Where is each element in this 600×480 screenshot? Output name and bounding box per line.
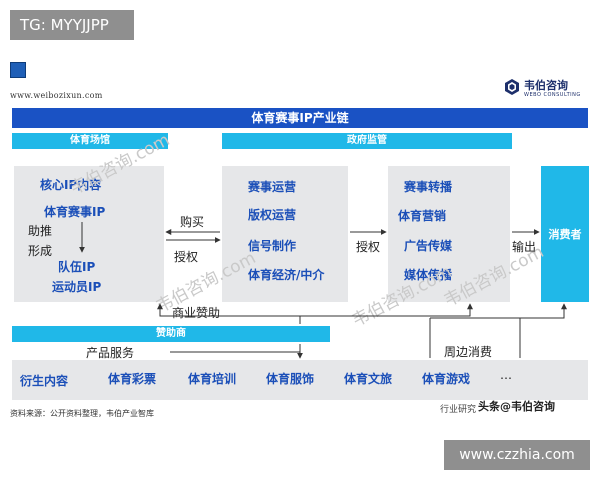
webo-logo-icon [505,79,519,95]
overlay-watermark: 头条@韦伯咨询 [478,400,555,413]
operation-item-3: 信号制作 [248,239,297,253]
flow-label-license-right: 授权 [356,240,381,254]
team-ip-label: 队伍IP [58,260,96,274]
top-tag: TG: MYYJJPP [10,10,134,40]
section-market: 体育场馆 [12,133,168,149]
flow-label-peripheral: 周边消费 [444,345,493,359]
corner-square-icon [10,62,26,78]
derivatives-label: 衍生内容 [20,374,69,388]
industry-note: 行业研究 [440,405,477,415]
derivative-ellipsis: … [500,368,512,382]
banner-title: 体育赛事IP产业链 [12,108,588,128]
derivative-item-4: 体育文旅 [344,372,393,386]
form-label: 形成 [28,244,53,258]
derivative-item-1: 体育彩票 [108,372,157,386]
media-item-2: 体育营销 [398,209,447,223]
derivative-item-2: 体育培训 [188,372,237,386]
consumer-label: 消费者 [548,228,582,241]
bottom-tag: www.czzhia.com [444,440,590,470]
operation-item-4: 体育经济/中介 [248,268,325,282]
core-ip-label: 核心IP内容 [40,178,102,192]
athlete-ip-label: 运动员IP [52,280,102,294]
panel-media [388,166,510,302]
operation-item-2: 版权运营 [248,208,297,222]
panel-core-ip [14,166,164,302]
media-item-4: 媒体传播 [404,268,453,282]
flow-label-buy: 购买 [180,215,205,229]
site-url: www.weibozixun.com [10,91,103,100]
logo-chinese: 韦伯咨询 [524,79,568,92]
derivative-item-3: 体育服饰 [266,372,315,386]
flow-label-product-service: 产品服务 [86,346,135,360]
flow-label-output: 输出 [512,240,537,254]
section-government: 政府监管 [222,133,512,149]
flow-label-license-left: 授权 [174,250,199,264]
section-sponsor: 赞助商 [12,326,330,342]
source-note: 资料来源：公开资料整理，韦伯产业智库 [10,409,154,418]
panel-operations [222,166,348,302]
event-ip-label: 体育赛事IP [44,205,106,219]
derivative-item-5: 体育游戏 [422,372,471,386]
assist-label: 助推 [28,224,53,238]
consumer-box: 消费者 [541,166,589,302]
logo-english: WEBO CONSULTING [524,92,581,98]
operation-item-1: 赛事运营 [248,180,297,194]
media-item-3: 广告传媒 [404,239,453,253]
media-item-1: 赛事转播 [404,180,453,194]
derivatives-bar [12,360,588,400]
